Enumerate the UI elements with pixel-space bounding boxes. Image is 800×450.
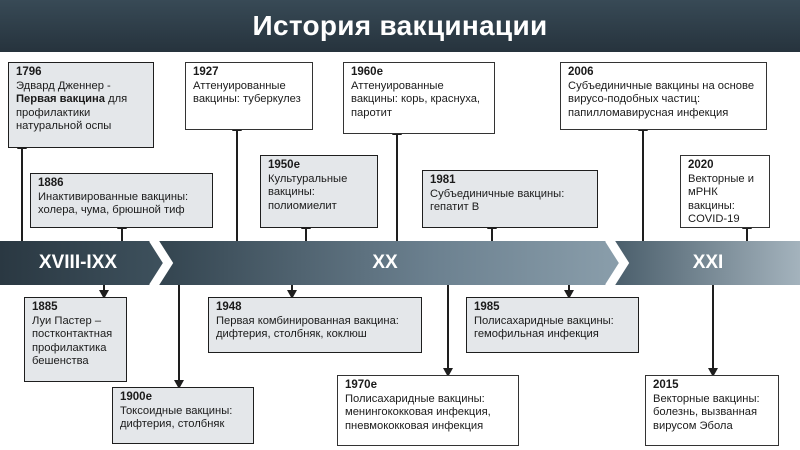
- event-text: Культуральные вакцины: полиомиелит: [268, 172, 348, 212]
- era-label-xxi: XXI: [692, 252, 724, 273]
- event-box-2015: 2015 Векторные вакцины: болезнь, вызванн…: [645, 375, 779, 446]
- arrow-1970: [443, 285, 453, 377]
- arrow-2006: [638, 122, 648, 241]
- event-year: 1885: [32, 301, 58, 313]
- event-text: Аттенуированные вакцины: корь, краснуха,…: [351, 79, 481, 119]
- event-year: 2015: [653, 379, 679, 391]
- event-box-1885: 1885 Луи Пастер – постконтактная профила…: [24, 297, 127, 382]
- event-box-1927: 1927 Аттенуированные вакцины: туберкулез: [185, 62, 313, 130]
- event-text: Векторные и мРНК вакцины: COVID-19: [688, 172, 754, 226]
- event-text: Токсоидные вакцины: дифтерия, столбняк: [120, 404, 233, 431]
- arrow-1948: [287, 285, 297, 299]
- event-text: для профилактики натуральной оспы: [16, 93, 128, 132]
- event-year: 2006: [568, 66, 594, 78]
- event-year: 2020: [688, 159, 714, 171]
- arrow-1981: [487, 220, 497, 241]
- event-text: Векторные вакцины: болезнь, вызванная ви…: [653, 392, 760, 432]
- arrow-1796: [17, 140, 27, 241]
- arrow-1985: [564, 285, 574, 299]
- event-box-1950: 1950е Культуральные вакцины: полиомиелит: [260, 155, 378, 228]
- header-bar: История вакцинации: [0, 0, 800, 52]
- event-text: Аттенуированные вакцины: туберкулез: [193, 79, 301, 106]
- arrow-1900: [174, 285, 184, 389]
- event-box-1970: 1970е Полисахаридные вакцины: менингокок…: [337, 375, 519, 446]
- event-box-1900: 1900е Токсоидные вакцины: дифтерия, стол…: [112, 387, 254, 444]
- event-year: 1960е: [351, 66, 383, 78]
- era-segment-1: [0, 241, 164, 285]
- event-year: 1886: [38, 177, 64, 189]
- event-text: Эдвард Дженнер -: [16, 79, 111, 92]
- page-title: История вакцинации: [252, 10, 548, 41]
- event-year: 1796: [16, 66, 42, 78]
- event-text: Полисахаридные вакцины: менингококковая …: [345, 392, 491, 432]
- event-box-1981: 1981 Субъединичные вакцины: гепатит В: [422, 170, 598, 228]
- event-box-2006: 2006 Субъединичные вакцины на основе вир…: [560, 62, 767, 130]
- event-year: 1981: [430, 174, 456, 186]
- era-segment-2: [158, 241, 620, 285]
- event-year: 1927: [193, 66, 219, 78]
- event-box-1960: 1960е Аттенуированные вакцины: корь, кра…: [343, 62, 495, 134]
- event-text: Субъединичные вакцины на основе вирусо-п…: [568, 79, 755, 119]
- arrow-1960: [392, 126, 402, 241]
- era-label-xviii-ixx: XVIII-IXX: [38, 252, 118, 273]
- event-year: 1900е: [120, 391, 152, 403]
- event-text: Инактивированные вакцины: холера, чума, …: [38, 190, 189, 217]
- event-box-1796: 1796 Эдвард Дженнер - Первая вакцина для…: [8, 62, 154, 148]
- event-text: Луи Пастер – постконтактная профилактика…: [32, 314, 113, 368]
- era-segment-3: [614, 241, 800, 285]
- event-box-2020: 2020 Векторные и мРНК вакцины: COVID-19: [680, 155, 770, 228]
- event-text: Полисахаридные вакцины: гемофильная инфе…: [474, 314, 614, 341]
- event-year: 1985: [474, 301, 500, 313]
- arrow-2015: [708, 285, 718, 377]
- timeline-band: [0, 241, 800, 285]
- arrow-1885: [99, 285, 109, 299]
- event-year: 1950е: [268, 159, 300, 171]
- event-box-1948: 1948 Первая комбинированная вакцина: диф…: [208, 297, 422, 353]
- event-text: Первая комбинированная вакцина: дифтерия…: [216, 314, 399, 341]
- event-box-1886: 1886 Инактивированные вакцины: холера, ч…: [30, 173, 213, 228]
- event-year: 1948: [216, 301, 242, 313]
- era-label-xx: XX: [372, 252, 398, 273]
- arrow-2020: [742, 220, 752, 241]
- event-text: Субъединичные вакцины: гепатит В: [430, 187, 565, 214]
- arrow-1927: [232, 122, 242, 241]
- event-box-1985: 1985 Полисахаридные вакцины: гемофильная…: [466, 297, 639, 353]
- arrow-1886: [117, 220, 127, 241]
- event-year: 1970е: [345, 379, 377, 391]
- arrow-1950: [301, 220, 311, 241]
- event-text-bold: Первая вакцина: [16, 93, 105, 105]
